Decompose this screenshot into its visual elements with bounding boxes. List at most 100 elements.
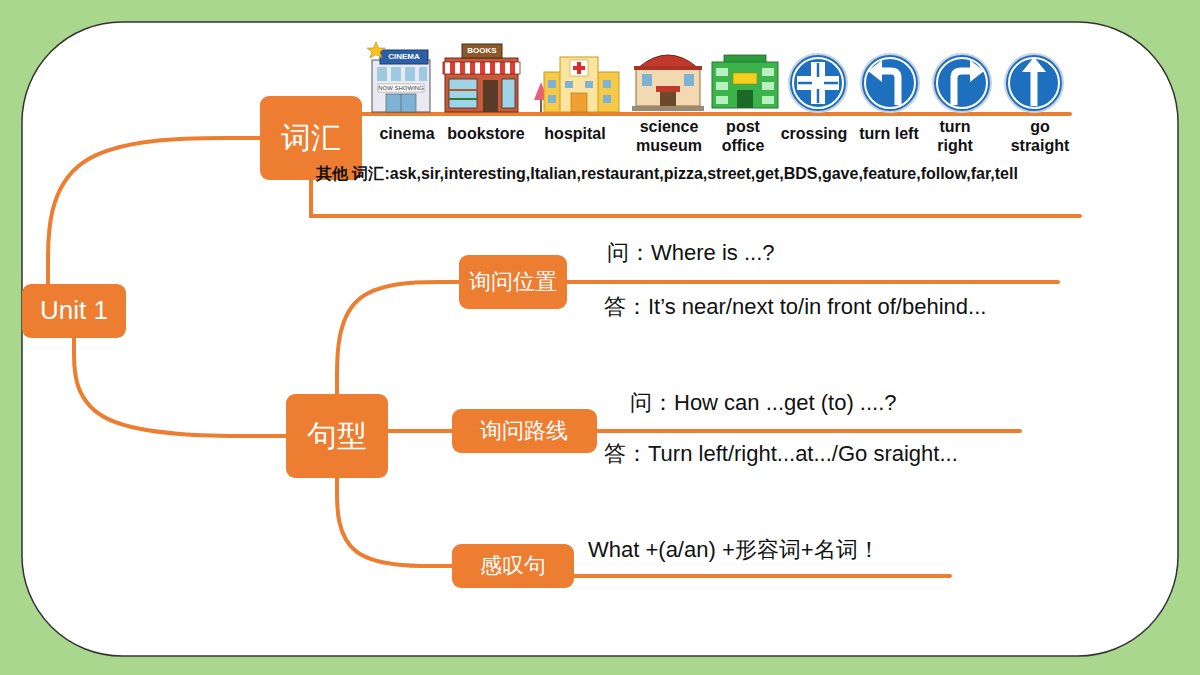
crossing-sign-part <box>797 76 839 90</box>
hospital-icon-part <box>603 95 611 103</box>
crossing-sign-part <box>817 63 820 77</box>
branch-underline <box>311 114 1080 576</box>
branch-underline-part <box>567 280 1058 284</box>
post-office-icon-part <box>737 90 753 108</box>
hospital-icon-part <box>570 60 588 76</box>
branch-connector <box>48 138 260 284</box>
subtopic-box: 感叹句 <box>452 544 574 588</box>
vocab-word: science museum <box>629 117 709 155</box>
hospital-icon-part <box>560 57 598 112</box>
science-museum-icon <box>632 55 704 111</box>
go-straight-sign <box>1005 54 1063 112</box>
hospital-icon-part <box>565 81 573 88</box>
hospital-icon-part <box>571 93 587 112</box>
bookstore-icon-part <box>502 79 515 108</box>
branch-connector <box>337 282 459 394</box>
hospital-icon-part <box>573 66 585 70</box>
topic-text: Unit 1 <box>40 296 108 326</box>
post-office-icon-part <box>712 62 778 108</box>
topic-text: 询问位置 <box>469 269 557 294</box>
bookstore-icon-part <box>462 44 502 58</box>
question-pattern: 问：Where is ...? <box>607 240 774 266</box>
bookstore-icon-part <box>449 98 477 100</box>
vocab-word: go straight <box>1002 117 1078 155</box>
go-straight-sign-part <box>1031 70 1038 106</box>
sign-text: BOOKS <box>462 46 502 56</box>
topic-text: 询问路线 <box>480 418 568 443</box>
cinema-icon-part <box>380 50 428 64</box>
root-topic-box: Unit 1 <box>22 284 126 338</box>
bookstore-icon-part <box>483 80 498 112</box>
hospital-icon-part <box>603 80 611 88</box>
topic-text: 句型 <box>307 419 367 454</box>
cinema-icon-part <box>405 67 415 81</box>
post-office-icon-part <box>762 96 774 104</box>
post-office-icon-part <box>716 96 728 104</box>
crossing-sign-part <box>789 54 847 112</box>
turn-left-sign-part <box>861 54 919 112</box>
crossing-sign-part <box>824 82 838 85</box>
hospital-icon <box>534 57 619 112</box>
bookstore-icon-part <box>449 89 477 91</box>
vocab-word: turn left <box>851 124 927 143</box>
science-museum-icon-part <box>684 74 694 86</box>
sign-text: CINEMA <box>381 51 427 62</box>
vocab-word: cinema <box>372 124 442 143</box>
turn-right-sign-part <box>933 54 991 112</box>
cinema-icon-part <box>372 60 430 112</box>
turn-left-sign-part <box>865 58 915 108</box>
science-museum-icon-part <box>660 92 676 106</box>
subtopic-box: 询问位置 <box>459 255 567 309</box>
bookstore-icon-part <box>443 62 520 74</box>
vocab-word: turn right <box>930 117 980 155</box>
branch-topic-box: 句型 <box>286 394 388 478</box>
post-office-icon-part <box>716 82 728 90</box>
post-office-icon-part <box>733 73 757 84</box>
branch-underline-part <box>574 574 950 578</box>
branch-connector <box>388 429 452 433</box>
crossing-sign-part <box>793 58 843 108</box>
hospital-icon-part <box>540 100 542 112</box>
vocab-word: crossing <box>776 124 852 143</box>
exclamation-pattern: What +(a/an) +形容词+名词！ <box>588 537 880 563</box>
crossing-sign <box>789 54 847 112</box>
go-straight-sign-part <box>1022 57 1046 72</box>
white-panel <box>22 22 1178 656</box>
science-museum-icon-part <box>632 106 704 111</box>
answer-pattern: 答：It’s near/next to/in front of/behind..… <box>604 294 986 320</box>
hospital-icon-part <box>548 80 556 88</box>
cinema-icon-part <box>391 67 401 81</box>
post-office-icon-part <box>762 68 774 76</box>
turn-right-sign-part <box>954 71 972 105</box>
turn-left-sign-part <box>868 60 882 82</box>
topic-text: 词汇 <box>281 121 341 156</box>
cinema-icon-part <box>401 94 402 112</box>
go-straight-sign-part <box>1009 58 1059 108</box>
bookstore-icon-part <box>449 79 477 108</box>
branch-underline-part <box>311 178 1080 216</box>
turn-left-sign-part <box>880 71 898 105</box>
bookstore-icon <box>443 44 520 112</box>
answer-pattern: 答：Turn left/right...at.../Go sraight... <box>604 441 958 467</box>
branch-connector <box>337 478 452 566</box>
post-office-icon <box>712 55 778 108</box>
crossing-sign-part <box>798 82 812 85</box>
cinema-icon-part <box>386 94 416 112</box>
science-museum-icon-part <box>656 86 680 92</box>
other-vocab: 其他 词汇:ask,sir,interesting,Italian,restau… <box>316 164 1162 183</box>
hospital-icon-part <box>585 81 593 88</box>
branch-connector <box>74 338 286 436</box>
vocab-word: hospital <box>535 124 615 143</box>
branch-underline-part <box>597 429 1020 433</box>
turn-right-sign-part <box>970 60 984 82</box>
turn-right-sign-part <box>937 58 987 108</box>
crossing-sign-part <box>817 89 820 103</box>
cinema-icon-part <box>377 67 387 81</box>
post-office-icon-part <box>762 82 774 90</box>
sign-text: NOW SHOWING <box>378 85 424 92</box>
science-museum-icon-part <box>642 74 652 86</box>
question-pattern: 问：How can ...get (to) ....? <box>630 390 897 416</box>
